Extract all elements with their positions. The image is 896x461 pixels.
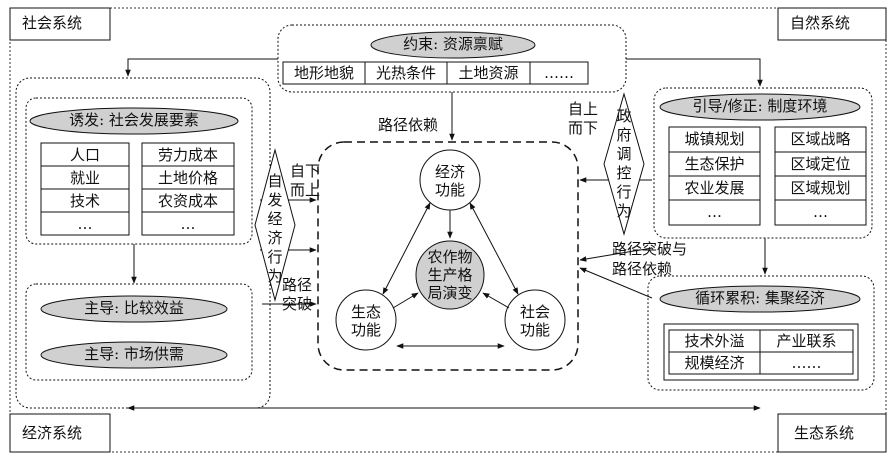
corner-natural-system: 自然系统 <box>790 14 851 32</box>
cycle-cell-2: 产业联系 <box>776 332 837 350</box>
constraint-title: 约束: 资源禀赋 <box>403 35 503 53</box>
path-dependence-label: 路径依赖 <box>378 116 439 134</box>
cycle-cell-3: 规模经济 <box>684 354 745 372</box>
trigger-right-2: 土地价格 <box>157 169 218 187</box>
gov-regulation-label: 政府调控行为 <box>616 107 632 220</box>
economic-function-label: 经济功能 <box>434 163 465 199</box>
cycle-cell-4: …… <box>791 354 822 372</box>
guide-left-1: 城镇规划 <box>684 130 745 148</box>
leading-panel <box>25 283 253 381</box>
path-break-label: 路径突破 <box>281 276 312 313</box>
trigger-right-1: 劳力成本 <box>157 146 218 164</box>
trigger-right-4: … <box>180 215 196 233</box>
spontaneous-diamond <box>254 148 296 302</box>
guide-panel <box>653 87 873 239</box>
trigger-left-4: … <box>77 215 93 233</box>
break-and-depend-label-2: 路径依赖 <box>612 260 673 278</box>
guide-right-1: 区域战略 <box>790 130 851 148</box>
corner-box-social <box>9 7 111 41</box>
corner-economic-system: 经济系统 <box>22 424 83 442</box>
corner-box-ecological <box>777 413 887 453</box>
constraint-item-1: 地形地貌 <box>293 64 354 82</box>
ecological-function-label: 生态功能 <box>350 303 381 339</box>
core-label: 农作物生产格局演变 <box>427 248 473 302</box>
guide-title-ellipse <box>659 93 861 121</box>
trigger-right-3: 农资成本 <box>157 192 218 210</box>
guide-right-3: 区域规划 <box>790 179 851 197</box>
trigger-title-ellipse <box>29 107 239 135</box>
trigger-title: 诱发: 社会发展要素 <box>69 111 199 129</box>
bottom-up-label: 自下而上 <box>289 162 320 199</box>
corner-ecological-system: 生态系统 <box>794 424 855 442</box>
constraint-title-ellipse <box>370 31 536 59</box>
guide-left-3: 农业发展 <box>684 179 745 197</box>
social-function-circle <box>504 289 566 351</box>
trigger-left-3: 技术 <box>69 192 100 210</box>
guide-left-2: 生态保护 <box>684 155 745 173</box>
leading-item-2: 主导: 市场供需 <box>84 345 184 363</box>
leading-ellipse-2 <box>40 341 228 369</box>
corner-social-system: 社会系统 <box>22 14 83 32</box>
cycle-title-ellipse <box>659 285 861 313</box>
social-function-label: 社会功能 <box>519 303 550 339</box>
corner-box-natural <box>777 7 887 41</box>
arrow-econ-eco <box>382 202 431 295</box>
constraint-item-3: 土地资源 <box>458 64 519 82</box>
trigger-panel <box>25 97 253 245</box>
corner-box-economic <box>9 413 111 453</box>
arrow-econ-social <box>469 202 519 295</box>
cycle-panel <box>647 275 875 391</box>
leading-item-1: 主导: 比较效益 <box>84 299 184 317</box>
gov-diamond <box>603 92 645 236</box>
cycle-title: 循环累积: 集聚经济 <box>695 289 825 307</box>
constraint-item-4: …… <box>544 64 574 82</box>
ecological-function-circle <box>335 289 397 351</box>
trigger-left-1: 人口 <box>69 146 100 164</box>
break-and-depend-label-1: 路径突破与 <box>612 240 688 258</box>
outer-frame <box>9 7 887 453</box>
guide-right-2: 区域定位 <box>790 155 851 173</box>
guide-title: 引导/修正: 制度环境 <box>692 97 828 115</box>
guide-right-4: … <box>813 203 828 221</box>
cycle-cell-1: 技术外溢 <box>684 332 745 350</box>
trigger-left-2: 就业 <box>69 169 100 187</box>
leading-ellipse-1 <box>40 295 228 323</box>
center-panel <box>317 141 579 371</box>
top-down-label: 自上而下 <box>567 100 598 137</box>
spontaneous-label: 自发经济行为 <box>267 172 283 285</box>
constraint-item-2: 光热条件 <box>375 64 436 82</box>
guide-left-4: … <box>707 203 722 221</box>
